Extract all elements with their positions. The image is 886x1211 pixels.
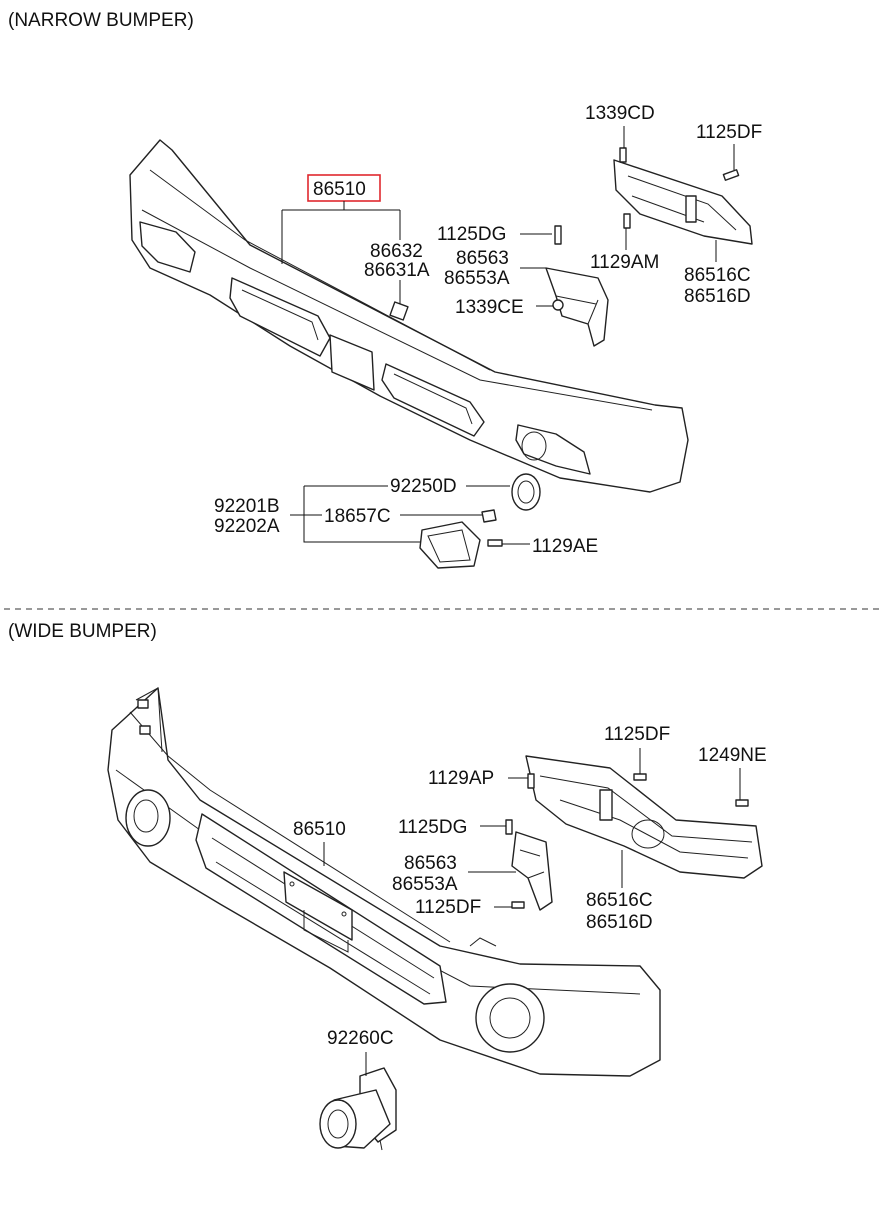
section-title-narrow-bumper: (NARROW BUMPER) xyxy=(8,10,194,31)
label-1125dg-wide[interactable]: 1125DG xyxy=(398,817,467,838)
label-18657c[interactable]: 18657C xyxy=(324,506,391,527)
label-86516d-narrow[interactable]: 86516D xyxy=(684,286,751,307)
label-1125df-wide-a[interactable]: 1125DF xyxy=(604,724,670,745)
label-86563-wide[interactable]: 86563 xyxy=(404,853,457,874)
label-92250d[interactable]: 92250D xyxy=(390,476,457,497)
label-92260c[interactable]: 92260C xyxy=(327,1028,394,1049)
section-title-wide-bumper: (WIDE BUMPER) xyxy=(8,621,157,642)
label-1339ce[interactable]: 1339CE xyxy=(455,297,524,318)
label-86563-narrow[interactable]: 86563 xyxy=(456,248,509,269)
label-1125dg-narrow[interactable]: 1125DG xyxy=(437,224,506,245)
narrow-bumper-body xyxy=(129,139,689,493)
label-86516d-wide[interactable]: 86516D xyxy=(586,912,653,933)
label-86632[interactable]: 86632 xyxy=(370,241,423,262)
label-92202a[interactable]: 92202A xyxy=(214,516,280,537)
label-86516c-narrow[interactable]: 86516C xyxy=(684,265,751,286)
narrow-fog-lamp-assembly xyxy=(419,473,541,569)
label-1129am[interactable]: 1129AM xyxy=(590,252,659,273)
label-86510-wide[interactable]: 86510 xyxy=(293,819,346,840)
label-1129ap[interactable]: 1129AP xyxy=(428,768,494,789)
label-1129ae[interactable]: 1129AE xyxy=(532,536,598,557)
wide-stay-bracket xyxy=(505,819,553,911)
label-1125df-narrow[interactable]: 1125DF xyxy=(696,122,762,143)
wide-fog-lamp xyxy=(319,1067,397,1151)
wide-mounting-frame xyxy=(525,755,763,879)
label-1249ne[interactable]: 1249NE xyxy=(698,745,767,766)
label-86553a-narrow[interactable]: 86553A xyxy=(444,268,510,289)
wide-bumper-body xyxy=(107,687,661,1077)
label-1125df-wide-b[interactable]: 1125DF xyxy=(415,897,481,918)
label-86516c-wide[interactable]: 86516C xyxy=(586,890,653,911)
label-86553a-wide[interactable]: 86553A xyxy=(392,874,458,895)
narrow-stay-bracket xyxy=(545,225,609,347)
narrow-mounting-frame xyxy=(613,147,753,245)
label-1339cd[interactable]: 1339CD xyxy=(585,103,655,124)
label-86510-narrow[interactable]: 86510 xyxy=(313,179,366,200)
label-86631a[interactable]: 86631A xyxy=(364,260,430,281)
label-92201b[interactable]: 92201B xyxy=(214,496,280,517)
